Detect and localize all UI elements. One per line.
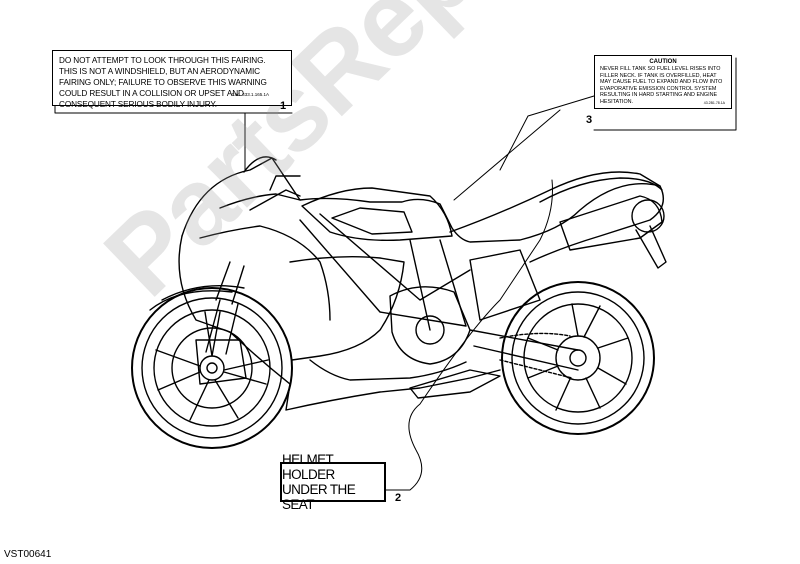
fairing-warning-label: DO NOT ATTEMPT TO LOOK THROUGH THIS FAIR… bbox=[52, 50, 292, 109]
callout-number-1: 1 bbox=[280, 100, 287, 112]
helmet-holder-line2: UNDER THE SEAT bbox=[282, 482, 356, 512]
fuel-caution-header: CAUTION bbox=[649, 59, 677, 65]
helmet-holder-line1: HELMET HOLDER bbox=[282, 452, 335, 482]
helmet-holder-label: HELMET HOLDER UNDER THE SEAT bbox=[280, 452, 386, 512]
front-wheel bbox=[131, 287, 293, 449]
callout-number-3: 3 bbox=[586, 114, 593, 126]
fuel-caution-text: NEVER FILL TANK SO FUEL LEVEL RISES INTO… bbox=[600, 66, 723, 105]
fairing-warning-code: Cod. 433.1.165.1A bbox=[231, 92, 269, 97]
leader-lines bbox=[54, 57, 737, 491]
fuel-caution-code: 43.2B1.78.1A bbox=[703, 101, 725, 105]
diagram-reference: VST00641 bbox=[4, 549, 52, 560]
callout-number-2: 2 bbox=[395, 492, 402, 504]
fuel-caution-label: CAUTION NEVER FILL TANK SO FUEL LEVEL RI… bbox=[594, 55, 732, 109]
fairing-warning-text: DO NOT ATTEMPT TO LOOK THROUGH THIS FAIR… bbox=[59, 56, 267, 109]
